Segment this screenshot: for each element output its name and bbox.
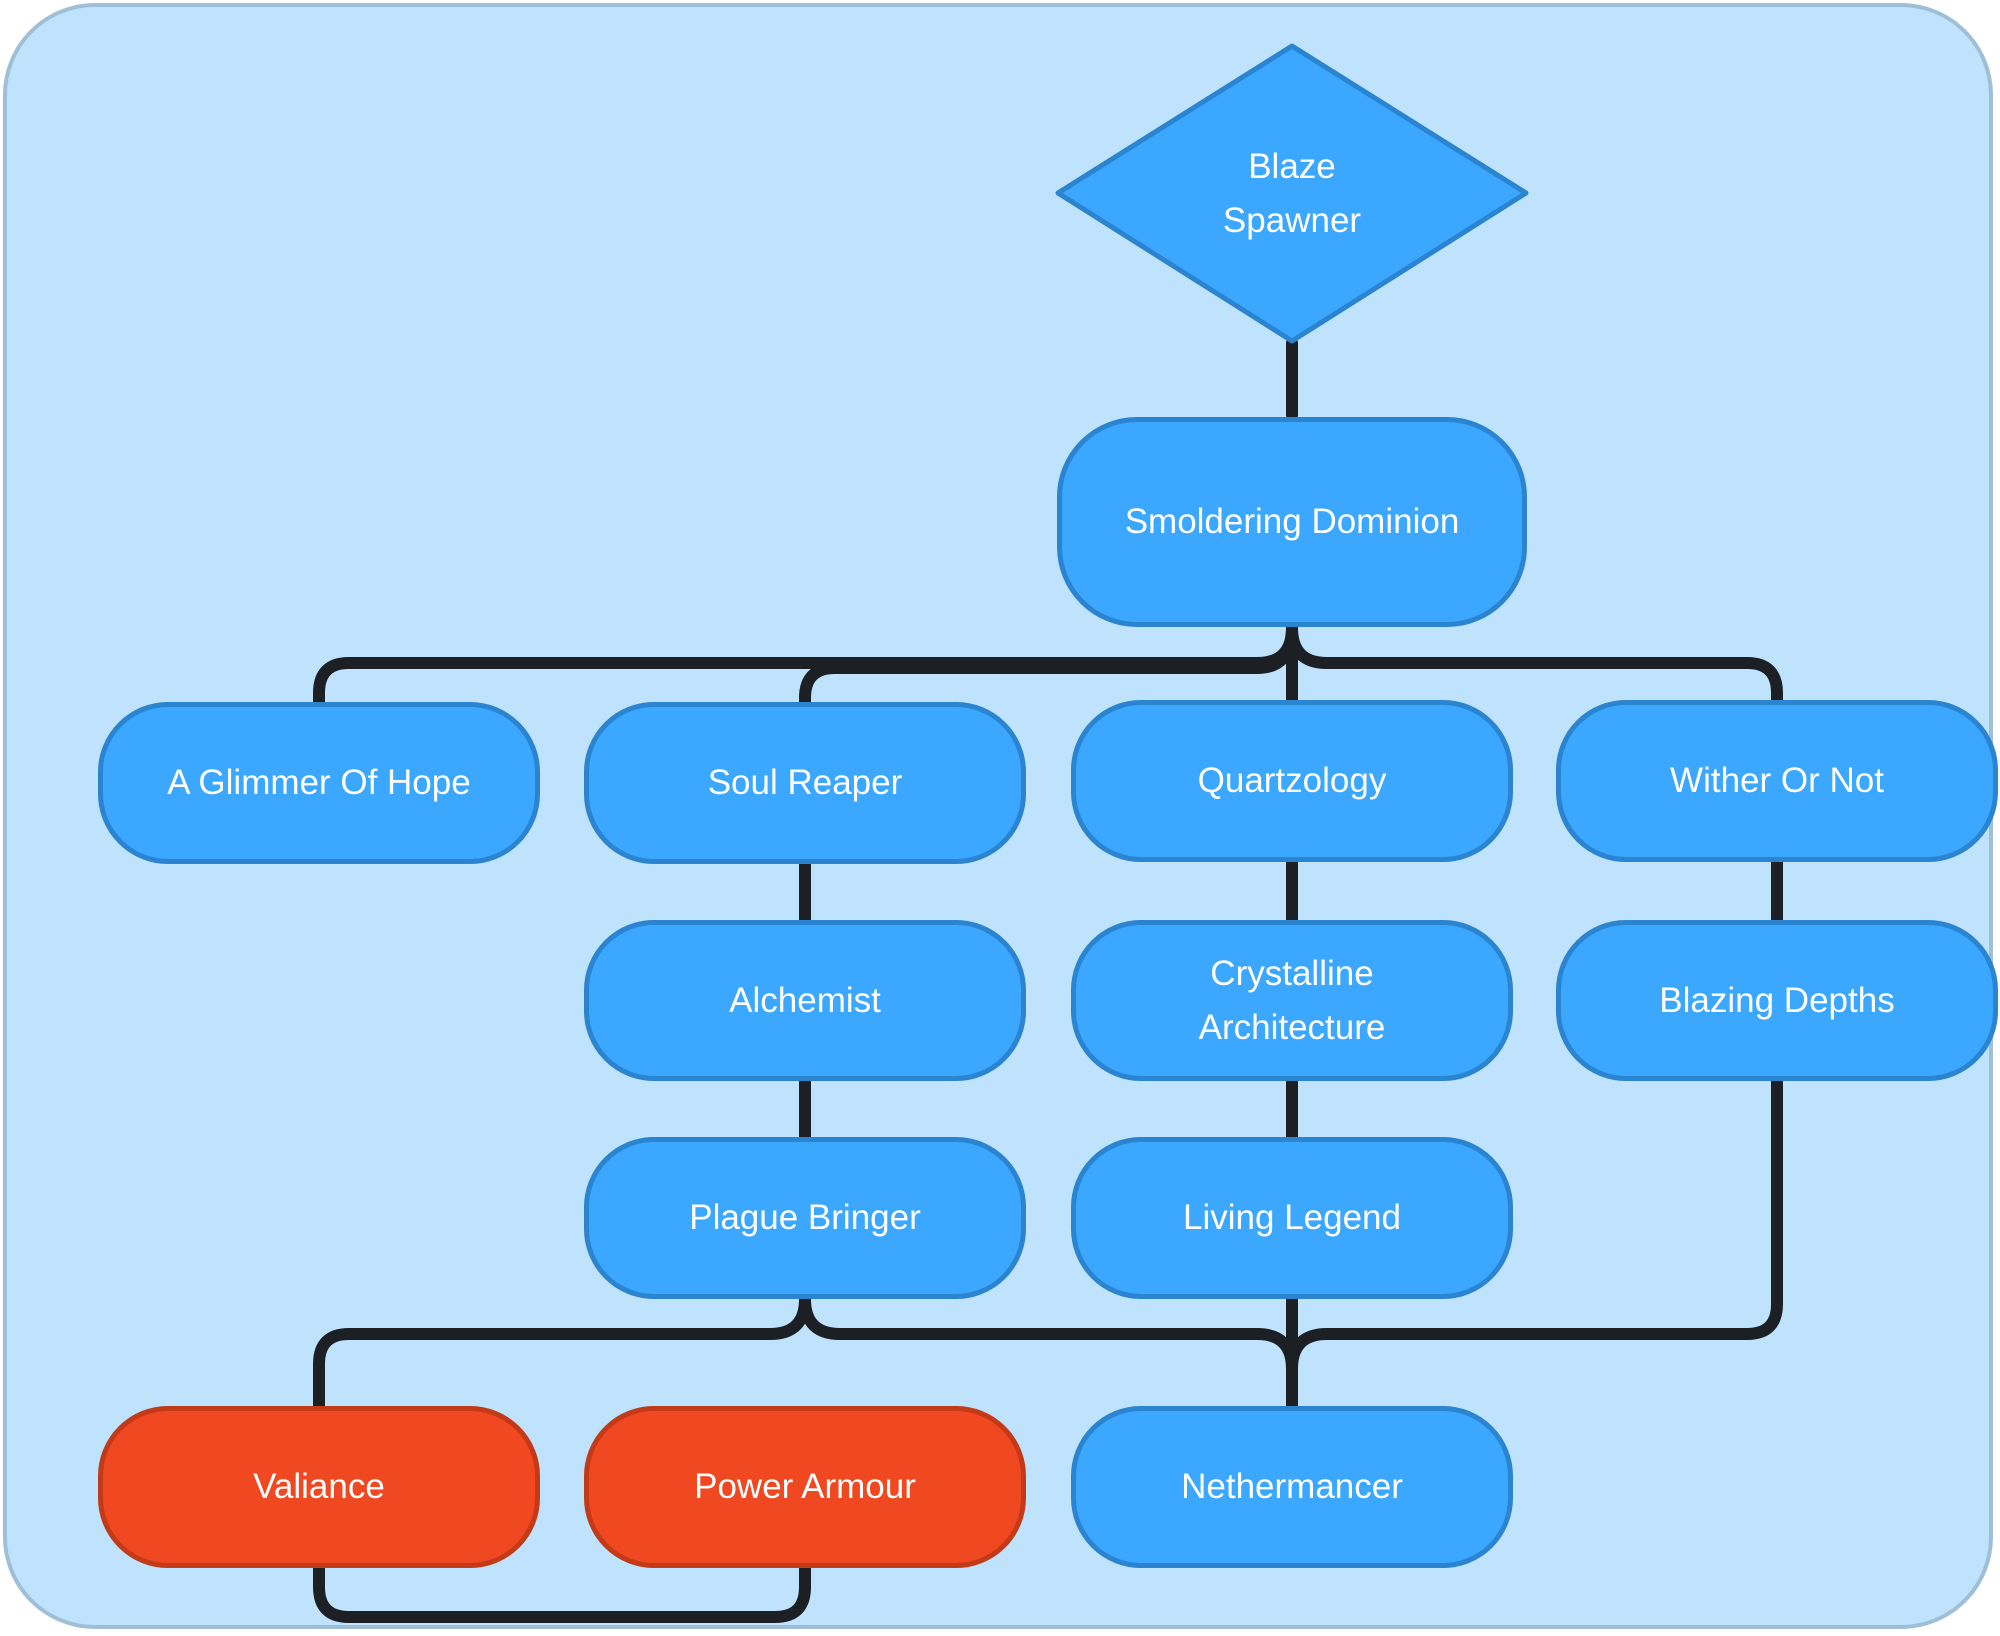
decision-node-blaze-spawner[interactable]: Blaze Spawner <box>1054 42 1530 345</box>
edge-blazing-depths-to-nethermancer <box>1286 1075 1783 1375</box>
edge-smoldering-to-wither-or-not <box>1286 622 1783 706</box>
node-plague-bringer[interactable]: Plague Bringer <box>584 1137 1026 1299</box>
node-nethermancer[interactable]: Nethermancer <box>1071 1406 1513 1568</box>
edge-plague-bringer-to-nethermancer <box>799 1293 1298 1412</box>
edge-plague-bringer-to-valiance <box>313 1293 811 1412</box>
node-quartzology[interactable]: Quartzology <box>1071 700 1513 862</box>
node-living-legend[interactable]: Living Legend <box>1071 1137 1513 1299</box>
node-soul-reaper[interactable]: Soul Reaper <box>584 702 1026 864</box>
node-power-armour[interactable]: Power Armour <box>584 1406 1026 1568</box>
node-alchemist[interactable]: Alchemist <box>584 920 1026 1081</box>
node-blazing-depths[interactable]: Blazing Depths <box>1556 920 1998 1081</box>
node-crystalline-architecture[interactable]: Crystalline Architecture <box>1071 920 1513 1081</box>
node-valiance[interactable]: Valiance <box>98 1406 540 1568</box>
node-smoldering-dominion[interactable]: Smoldering Dominion <box>1057 417 1527 627</box>
node-label-blaze-spawner: Blaze Spawner <box>1222 146 1362 240</box>
diamond-shape <box>1055 43 1529 344</box>
node-wither-or-not[interactable]: Wither Or Not <box>1556 700 1998 862</box>
edge-smoldering-to-soul-reaper <box>799 622 1298 708</box>
edge-valiance-to-power-armour <box>313 1562 811 1623</box>
node-a-glimmer-of-hope[interactable]: A Glimmer Of Hope <box>98 702 540 864</box>
